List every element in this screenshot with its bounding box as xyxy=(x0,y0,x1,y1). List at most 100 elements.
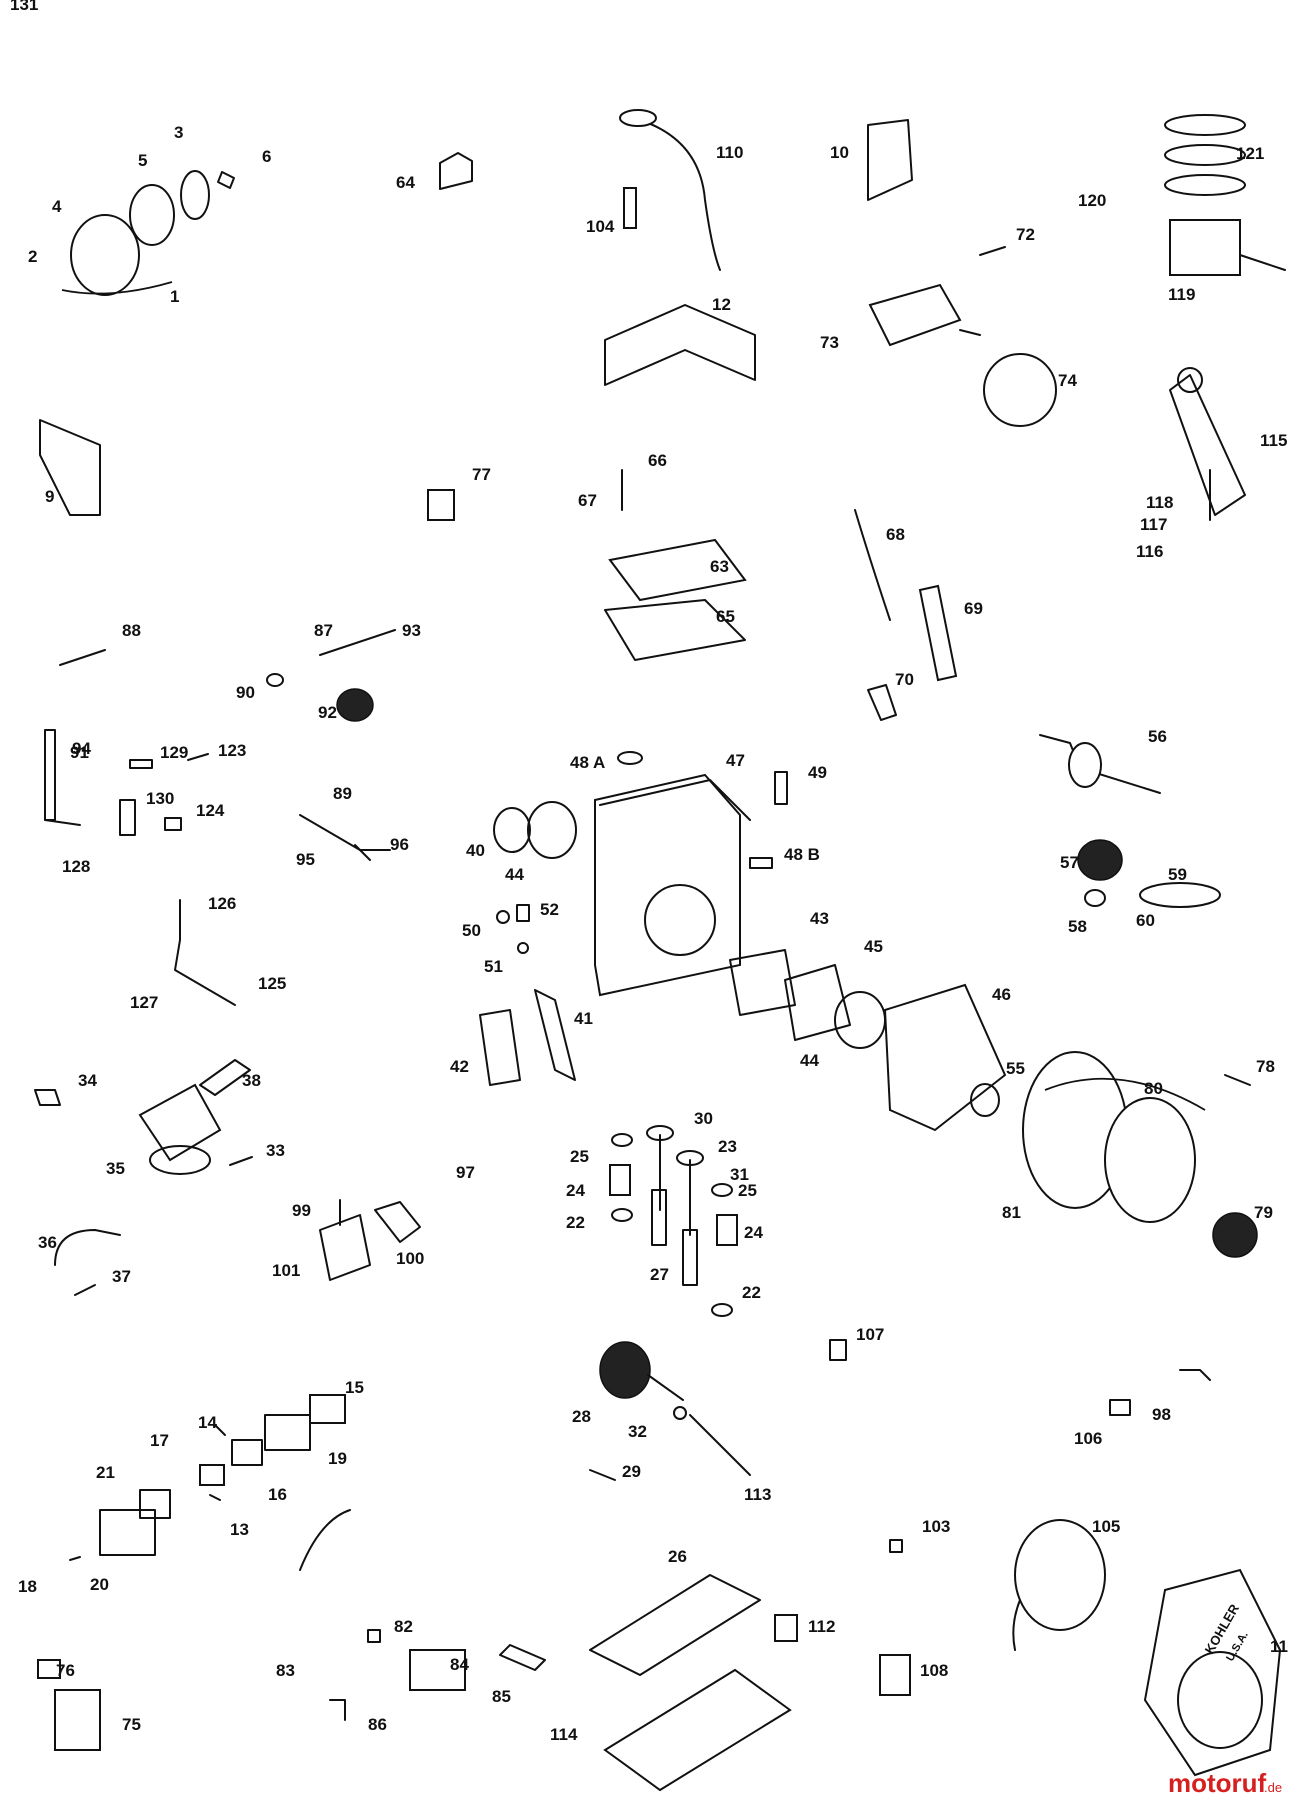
part-label: 59 xyxy=(1168,865,1187,884)
part-label: 45 xyxy=(864,937,883,956)
part-label: 35 xyxy=(106,1159,125,1178)
blower-opening xyxy=(1177,1651,1263,1749)
part-label: 30 xyxy=(694,1109,713,1128)
part-label: 117 xyxy=(1140,515,1167,534)
fitting-86 xyxy=(329,1699,346,1721)
part-label: 87 xyxy=(314,621,333,640)
breather-cover xyxy=(479,1009,521,1086)
part-label: 118 xyxy=(1146,493,1173,512)
part-label: 115 xyxy=(1260,431,1287,450)
part-label: 32 xyxy=(628,1422,647,1441)
starter-motor xyxy=(868,283,962,347)
crank-counterweight xyxy=(1068,742,1102,788)
watermark-text: motoruf xyxy=(1168,1768,1267,1798)
spark-plug xyxy=(623,187,637,229)
part-label: 98 xyxy=(1152,1405,1171,1424)
part-label: 124 xyxy=(196,801,225,820)
part-label: 89 xyxy=(333,784,352,803)
watermark-suffix: .de xyxy=(1264,1780,1282,1795)
connecting-rod xyxy=(1169,374,1246,516)
part-drawings: KOHLER U.S.A. xyxy=(34,109,1286,1792)
part-label: 88 xyxy=(122,621,141,640)
main-bearing-2 xyxy=(834,991,886,1049)
part-label: 12 xyxy=(712,295,731,314)
part-label: 16 xyxy=(268,1485,287,1504)
lever-97 xyxy=(354,844,371,861)
part-125 xyxy=(164,817,182,831)
part-130 xyxy=(129,759,153,769)
part-52 xyxy=(516,904,530,922)
part-label: 38 xyxy=(242,1071,261,1090)
part-16 xyxy=(231,1439,263,1466)
part-label: 21 xyxy=(96,1463,115,1482)
cover-part xyxy=(604,304,756,386)
part-label: 48 B xyxy=(784,845,820,864)
part-label: 106 xyxy=(1074,1429,1102,1448)
clip-part xyxy=(217,171,235,189)
part-label: 17 xyxy=(150,1431,169,1450)
main-bearing xyxy=(527,801,577,859)
part-label: 104 xyxy=(586,217,615,236)
plate-20 xyxy=(99,1509,156,1556)
washer-32 xyxy=(673,1406,687,1420)
part-label: 20 xyxy=(90,1575,109,1594)
ignition-lead xyxy=(639,119,721,271)
part-76 xyxy=(37,1659,61,1679)
oil-pan-gasket xyxy=(589,1574,761,1676)
part-label: 91 xyxy=(70,743,89,762)
part-label: 27 xyxy=(650,1265,669,1284)
clip-104 xyxy=(889,1539,903,1553)
part-label: 70 xyxy=(895,670,914,689)
breather-gasket xyxy=(534,989,576,1081)
plate-15 xyxy=(309,1394,346,1424)
part-label: 33 xyxy=(266,1141,285,1160)
closure-plate xyxy=(883,983,1007,1132)
part-label: 15 xyxy=(345,1378,364,1397)
part-label: 82 xyxy=(394,1617,413,1636)
flywheel xyxy=(1104,1097,1196,1223)
part-label: 31 xyxy=(730,1165,749,1184)
part-label: 120 xyxy=(1078,191,1106,210)
part-70 xyxy=(867,684,897,721)
fuel-line-83 xyxy=(299,1509,351,1571)
pin-18 xyxy=(69,1556,81,1561)
part-label: 1 xyxy=(170,287,179,306)
part-label: 51 xyxy=(484,957,503,976)
washer-50 xyxy=(496,910,510,924)
valve-spring xyxy=(609,1164,631,1196)
part-label: 79 xyxy=(1254,1203,1273,1222)
part-label: 116 xyxy=(1136,542,1163,561)
oil-pan xyxy=(603,1668,792,1792)
part-label: 77 xyxy=(472,465,491,484)
carburetor-bowl xyxy=(149,1145,211,1175)
part-label: 57 xyxy=(1060,853,1079,872)
control-bracket-95 xyxy=(44,729,56,821)
dipstick-tube xyxy=(918,584,958,682)
screw-37 xyxy=(74,1284,96,1296)
part-label: 97 xyxy=(456,1163,475,1182)
air-cleaner-element xyxy=(129,184,175,246)
governor-gear xyxy=(336,688,374,722)
shield-part xyxy=(867,119,913,201)
stator-leads xyxy=(1012,1599,1021,1651)
part-110 xyxy=(879,1654,911,1696)
flywheel-screen xyxy=(1212,1212,1258,1258)
fuel-pump-84 xyxy=(409,1649,466,1691)
watermark: motoruf .de xyxy=(1168,1768,1282,1798)
starter-shaft xyxy=(959,329,981,336)
part-label: 130 xyxy=(146,789,174,808)
plate-103 xyxy=(319,1214,371,1281)
valve-head-30 xyxy=(646,1125,674,1141)
spring-14 xyxy=(214,1424,226,1436)
bracket-101 xyxy=(374,1201,421,1243)
part-label: 23 xyxy=(718,1137,737,1156)
part-label: 14 xyxy=(198,1413,217,1432)
part-label: 119 xyxy=(1168,285,1195,304)
part-label: 113 xyxy=(744,1485,771,1504)
air-cleaner-base xyxy=(180,170,210,220)
part-label: 78 xyxy=(1256,1057,1275,1076)
rod-small-end xyxy=(1177,367,1203,393)
part-label: 44 xyxy=(505,865,524,884)
governor-shaft xyxy=(319,629,396,656)
stator xyxy=(1014,1519,1106,1631)
